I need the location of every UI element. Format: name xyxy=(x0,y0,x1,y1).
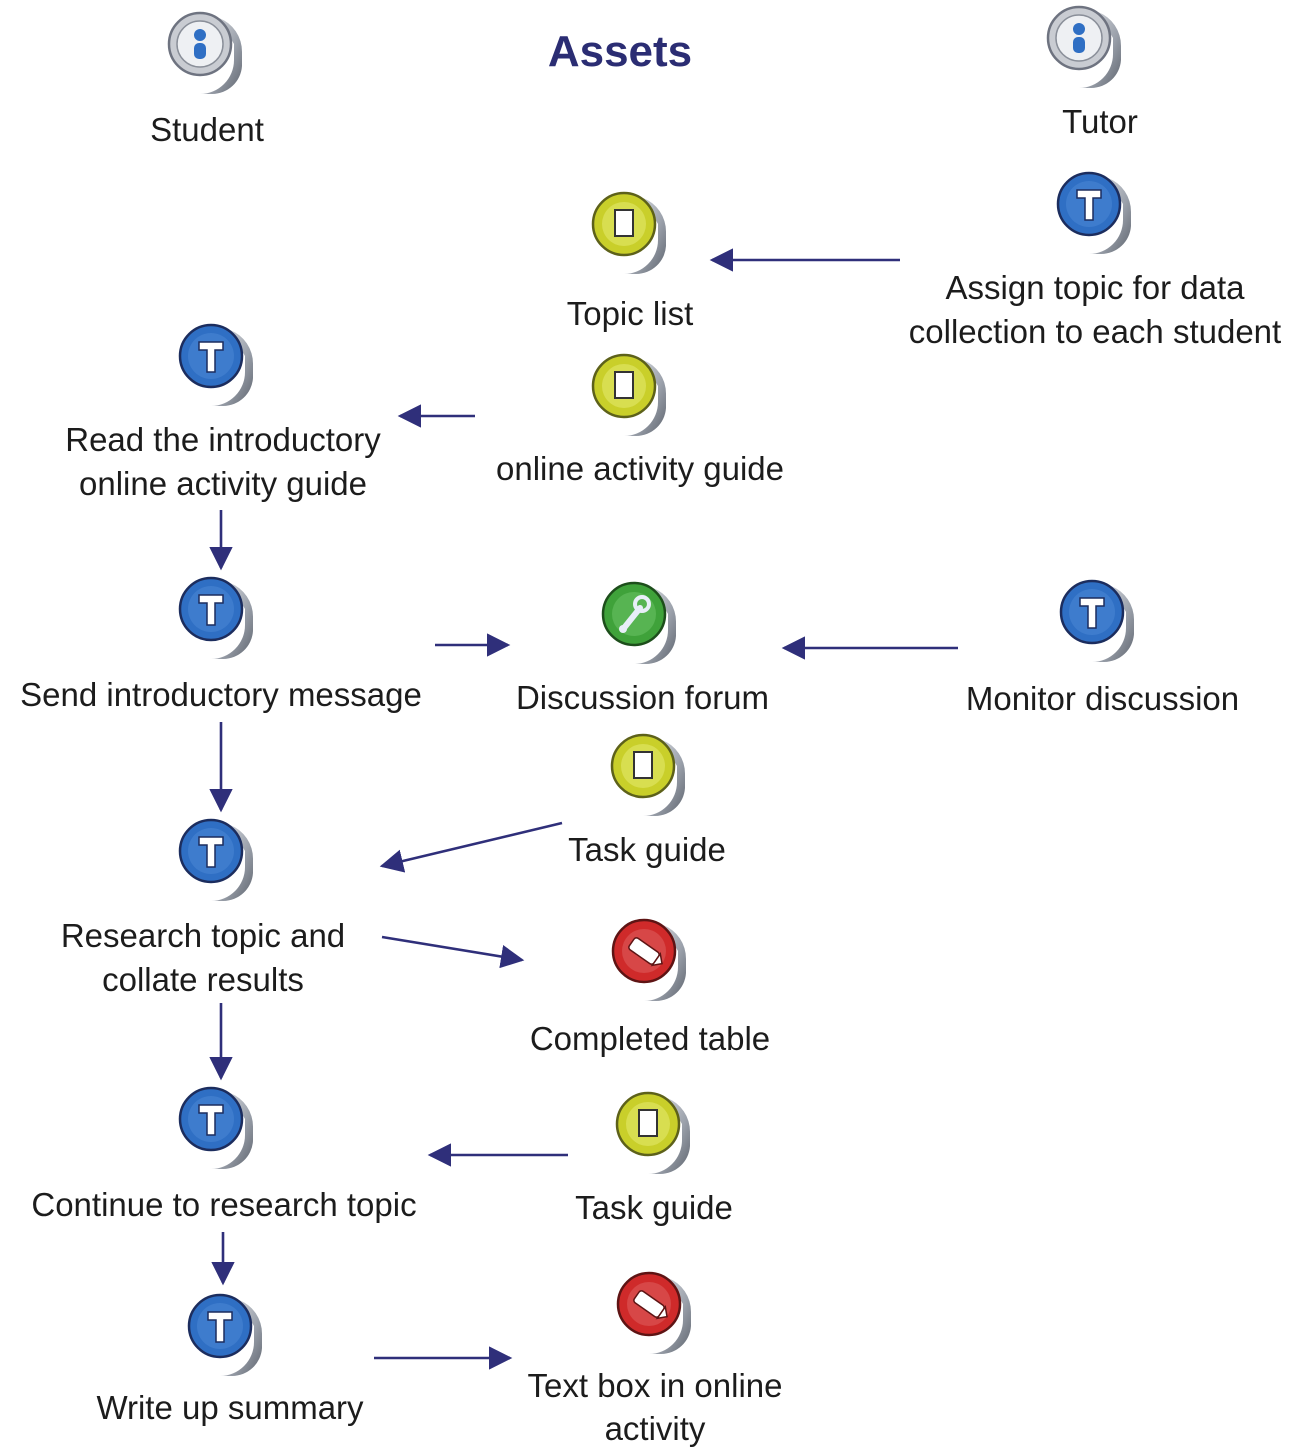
text-box-label-line2: activity xyxy=(604,1410,706,1447)
online-guide-document-icon xyxy=(588,350,678,440)
discussion-forum-label: Discussion forum xyxy=(515,679,770,716)
read-guide-label-line1: Read the introductory xyxy=(65,421,381,458)
research-topic-label-line1: Research topic and xyxy=(60,917,346,954)
task-guide-1-document-icon xyxy=(607,730,697,820)
task-guide-2-label: Task guide xyxy=(575,1189,733,1226)
completed-table-label: Completed table xyxy=(529,1020,771,1057)
text-box-output-icon xyxy=(613,1268,703,1358)
student-role-label: Student xyxy=(150,111,264,148)
topic-list-document-icon xyxy=(588,188,678,278)
arrow-research-to-table xyxy=(381,935,525,969)
diagram-title: Assets xyxy=(547,27,693,76)
topic-list-label: Topic list xyxy=(566,295,694,332)
monitor-discussion-task-icon xyxy=(1056,576,1146,666)
task-guide-1-label: Task guide xyxy=(568,831,726,868)
student-role-icon xyxy=(164,8,254,98)
online-guide-label: online activity guide xyxy=(495,450,784,487)
text-box-label-line1: Text box in online xyxy=(527,1367,783,1404)
continue-research-label: Continue to research topic xyxy=(31,1186,417,1223)
tutor-role-label: Tutor xyxy=(1062,103,1138,140)
read-guide-task-icon xyxy=(175,320,265,410)
assign-topic-label-line1: Assign topic for data xyxy=(945,269,1245,306)
research-topic-task-icon xyxy=(175,815,265,905)
discussion-forum-tool-icon xyxy=(598,578,688,668)
write-summary-task-icon xyxy=(184,1290,274,1380)
completed-table-output-icon xyxy=(608,915,698,1005)
research-topic-label-line2: collate results xyxy=(102,961,304,998)
monitor-discussion-label: Monitor discussion xyxy=(965,680,1240,717)
tutor-role-icon xyxy=(1043,2,1133,92)
task-guide-2-document-icon xyxy=(612,1088,702,1178)
assign-topic-label-line2: collection to each student xyxy=(908,313,1282,350)
write-summary-label: Write up summary xyxy=(96,1389,364,1426)
read-guide-label-line2: online activity guide xyxy=(78,465,367,502)
assign-topic-task-icon xyxy=(1053,168,1143,258)
send-message-label: Send introductory message xyxy=(20,676,422,713)
arrow-taskguide-to-research xyxy=(379,821,563,873)
continue-research-task-icon xyxy=(175,1083,265,1173)
send-message-task-icon xyxy=(175,573,265,663)
